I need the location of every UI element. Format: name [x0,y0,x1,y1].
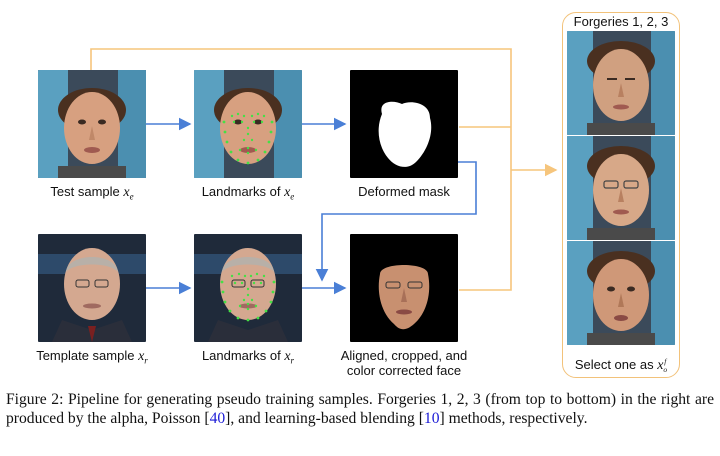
figure-caption: Figure 2: Pipeline for generating pseudo… [6,391,714,427]
citation-10-link[interactable]: 10 [423,410,440,427]
forgeries-panel [562,12,680,378]
forgery-2-image [567,136,675,240]
landmarks-r-image [194,234,302,342]
landmarks-e-label: Landmarks of xe [201,184,295,202]
template-sample-label: Template sample xr [36,348,148,366]
test-sample-image [38,70,146,178]
orange-bypass-line [90,48,512,291]
forgeries-title: Forgeries 1, 2, 3 [573,14,669,29]
aligned-face-image [350,234,458,342]
aligned-face-label-line2: color corrected face [346,363,462,378]
template-sample-image [38,234,146,342]
forgery-3-image [567,241,675,345]
citation-40-link[interactable]: 40 [209,410,226,427]
forgery-1-image [567,31,675,135]
deformed-mask-label: Deformed mask [358,184,450,199]
arrow-landmarks-e-to-aligned [315,161,477,282]
landmarks-r-label: Landmarks of xr [201,348,295,366]
landmarks-e-image [194,70,302,178]
aligned-face-label-line1: Aligned, cropped, and [340,348,468,363]
test-sample-label: Test sample xe [50,184,134,202]
deformed-mask-image [350,70,458,178]
